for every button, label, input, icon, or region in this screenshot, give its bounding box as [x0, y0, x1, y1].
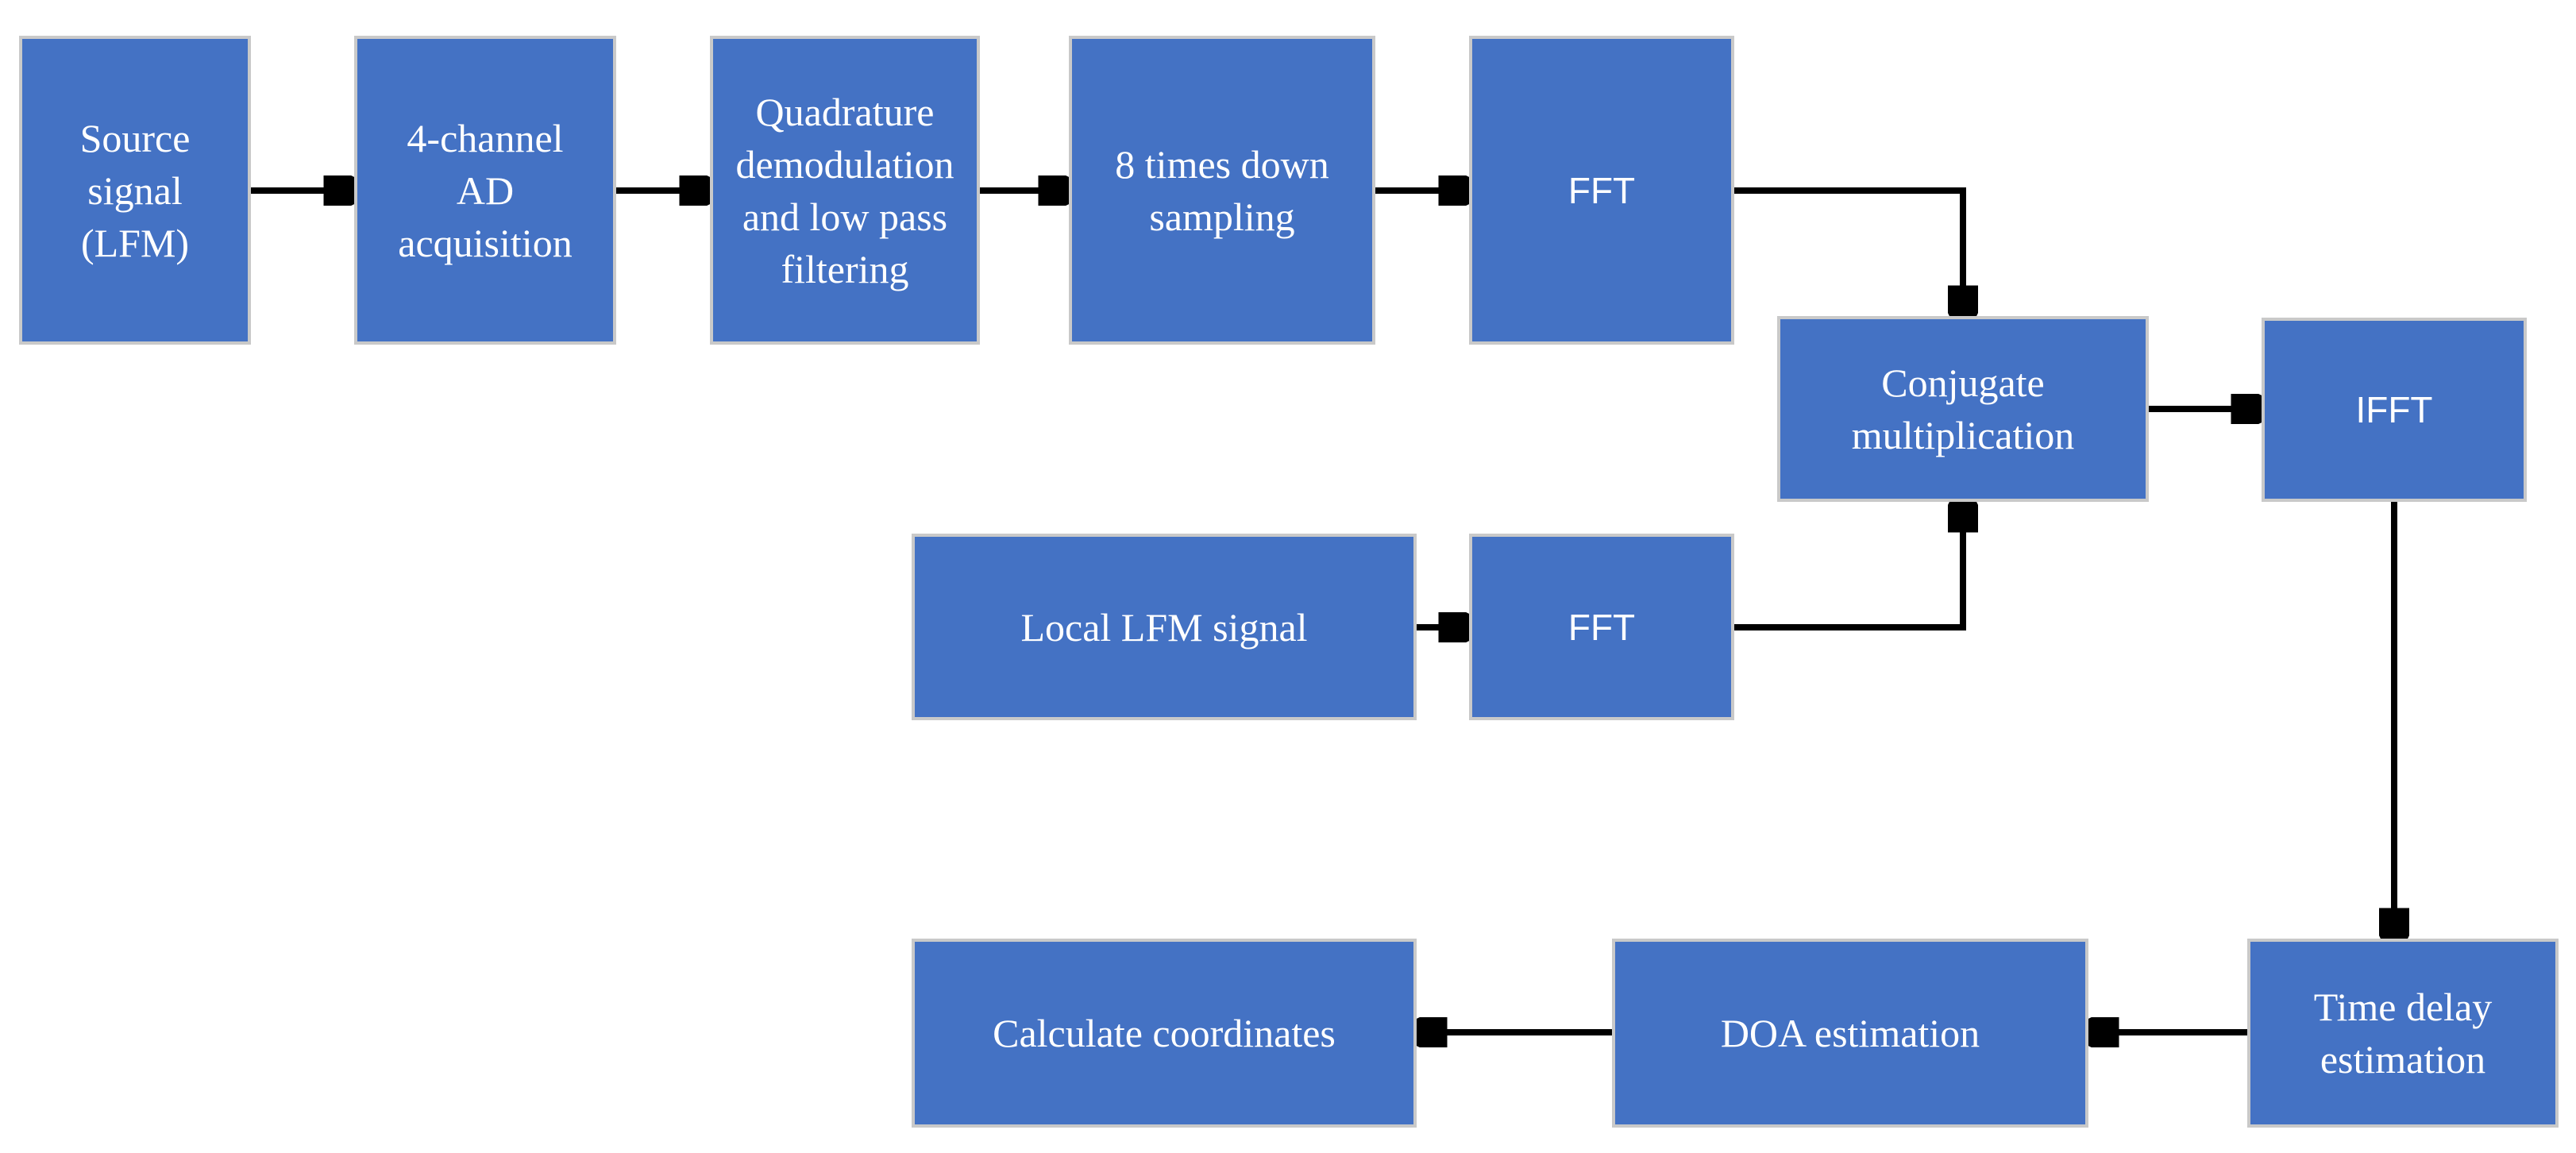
node-ad-acquisition-label: 4-channel AD acquisition — [398, 115, 573, 265]
node-quadrature-demodulation-label: Quadrature demodulation and low pass fil… — [735, 89, 954, 291]
node-doa-estimation-label: DOA estimation — [1720, 1011, 1980, 1055]
node-doa-estimation: DOA estimation — [1612, 939, 2088, 1128]
arrow-fft-to-conjugate — [1734, 187, 1963, 313]
node-downsampling: 8 times down sampling — [1069, 36, 1375, 345]
node-time-delay-estimation: Time delay estimation — [2247, 939, 2559, 1128]
node-fft-bottom: FFT — [1469, 534, 1734, 720]
node-local-lfm-signal: Local LFM signal — [912, 534, 1417, 720]
node-ifft-label: IFFT — [2355, 389, 2433, 430]
node-source-signal: Source signal (LFM) — [19, 36, 251, 345]
node-calculate-coordinates-label: Calculate coordinates — [993, 1011, 1336, 1055]
node-ifft: IFFT — [2262, 318, 2527, 502]
node-ad-acquisition: 4-channel AD acquisition — [354, 36, 616, 345]
node-fft-bottom-label: FFT — [1568, 606, 1636, 648]
node-fft-top: FFT — [1469, 36, 1734, 345]
node-source-signal-label: Source signal (LFM) — [79, 115, 191, 265]
node-downsampling-label: 8 times down sampling — [1115, 141, 1329, 239]
node-fft-top-label: FFT — [1568, 169, 1636, 211]
node-quadrature-demodulation: Quadrature demodulation and low pass fil… — [710, 36, 980, 345]
node-local-lfm-signal-label: Local LFM signal — [1020, 604, 1308, 650]
node-conjugate-multiplication-label: Conjugate multiplication — [1851, 361, 2075, 457]
node-conjugate-multiplication: Conjugate multiplication — [1777, 316, 2149, 502]
arrow-fft2-to-conjugate — [1734, 505, 1963, 630]
node-calculate-coordinates: Calculate coordinates — [912, 939, 1417, 1128]
node-time-delay-estimation-label: Time delay estimation — [2313, 985, 2493, 1082]
